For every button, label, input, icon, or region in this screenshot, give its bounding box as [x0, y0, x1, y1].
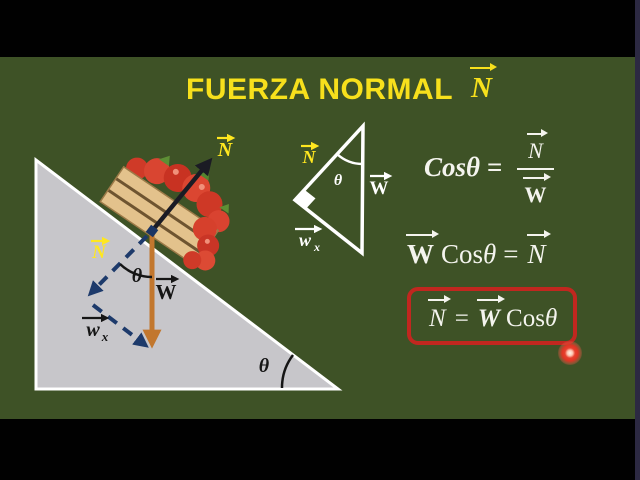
letterbox-top	[0, 0, 640, 57]
wx-label: w	[86, 319, 100, 341]
inclined-plane	[34, 156, 343, 391]
eq2-equals: =	[503, 239, 519, 269]
strawberry	[195, 250, 216, 271]
force-triangle	[292, 121, 365, 257]
triangle-normal-label: N	[302, 147, 317, 167]
normal-component-dashed-arrow	[87, 234, 149, 297]
theta-label-middle: θ	[132, 265, 143, 287]
slide-title: FUERZA NORMAL N	[186, 63, 497, 106]
normal-component-label: N	[91, 242, 107, 263]
laser-pointer-dot	[558, 341, 582, 365]
triangle-theta-arc	[336, 153, 364, 166]
strawberry	[183, 251, 202, 270]
crate-front	[100, 166, 219, 266]
triangle-theta-label: θ	[334, 172, 343, 189]
incline-angle-label: θ	[259, 355, 270, 377]
strawberry-stem	[158, 155, 170, 166]
eq3-weight: W	[476, 295, 506, 333]
eq3-theta: θ	[544, 305, 558, 332]
wx-label-subscript: x	[101, 329, 109, 344]
title-text: FUERZA NORMAL	[186, 73, 454, 106]
normal-force-arrow	[150, 157, 213, 233]
strawberry	[192, 216, 217, 241]
force-origin-marker	[145, 224, 159, 238]
right-edge-strip	[635, 0, 640, 480]
strawberry-stem	[219, 204, 229, 214]
triangle-weight-label: W	[370, 178, 389, 199]
right-angle-marker	[295, 189, 316, 209]
eq2-weight: W	[406, 230, 439, 270]
strawberry-crate-illustration	[99, 155, 230, 271]
eq1-fraction: N W	[513, 126, 557, 210]
eq2-cos: Cos	[441, 239, 484, 269]
eq3-normal: N	[427, 295, 451, 333]
eq3-cos: Cos	[506, 305, 545, 332]
eq2-theta: θ	[483, 239, 497, 269]
title-normal-vector-symbol: N	[470, 63, 497, 104]
letterbox-bottom	[0, 419, 640, 480]
strawberry-highlight	[198, 183, 205, 190]
theta-arc-between-n-and-w	[119, 263, 153, 279]
eq2-normal: N	[526, 230, 551, 270]
eq1-denominator-w: W	[523, 173, 552, 208]
eq1-theta: θ	[466, 152, 481, 183]
triangle-wx-label-subscript: x	[313, 240, 320, 254]
normal-label: N	[217, 139, 234, 161]
strawberry-highlight	[172, 168, 179, 175]
eq1-numerator-n: N	[527, 129, 548, 163]
strawberry-highlight	[204, 238, 210, 244]
eq1-equals: =	[487, 152, 503, 183]
eq3-equals: =	[454, 305, 469, 332]
wx-component-dashed-arrow	[91, 303, 149, 348]
incline-angle-arc	[280, 354, 295, 389]
strawberry	[143, 158, 170, 185]
weight-label: W	[156, 280, 177, 304]
triangle-wx-label: w	[299, 230, 312, 250]
eq1-cos: Cos	[424, 152, 467, 183]
crate-slat-gap	[107, 188, 204, 256]
